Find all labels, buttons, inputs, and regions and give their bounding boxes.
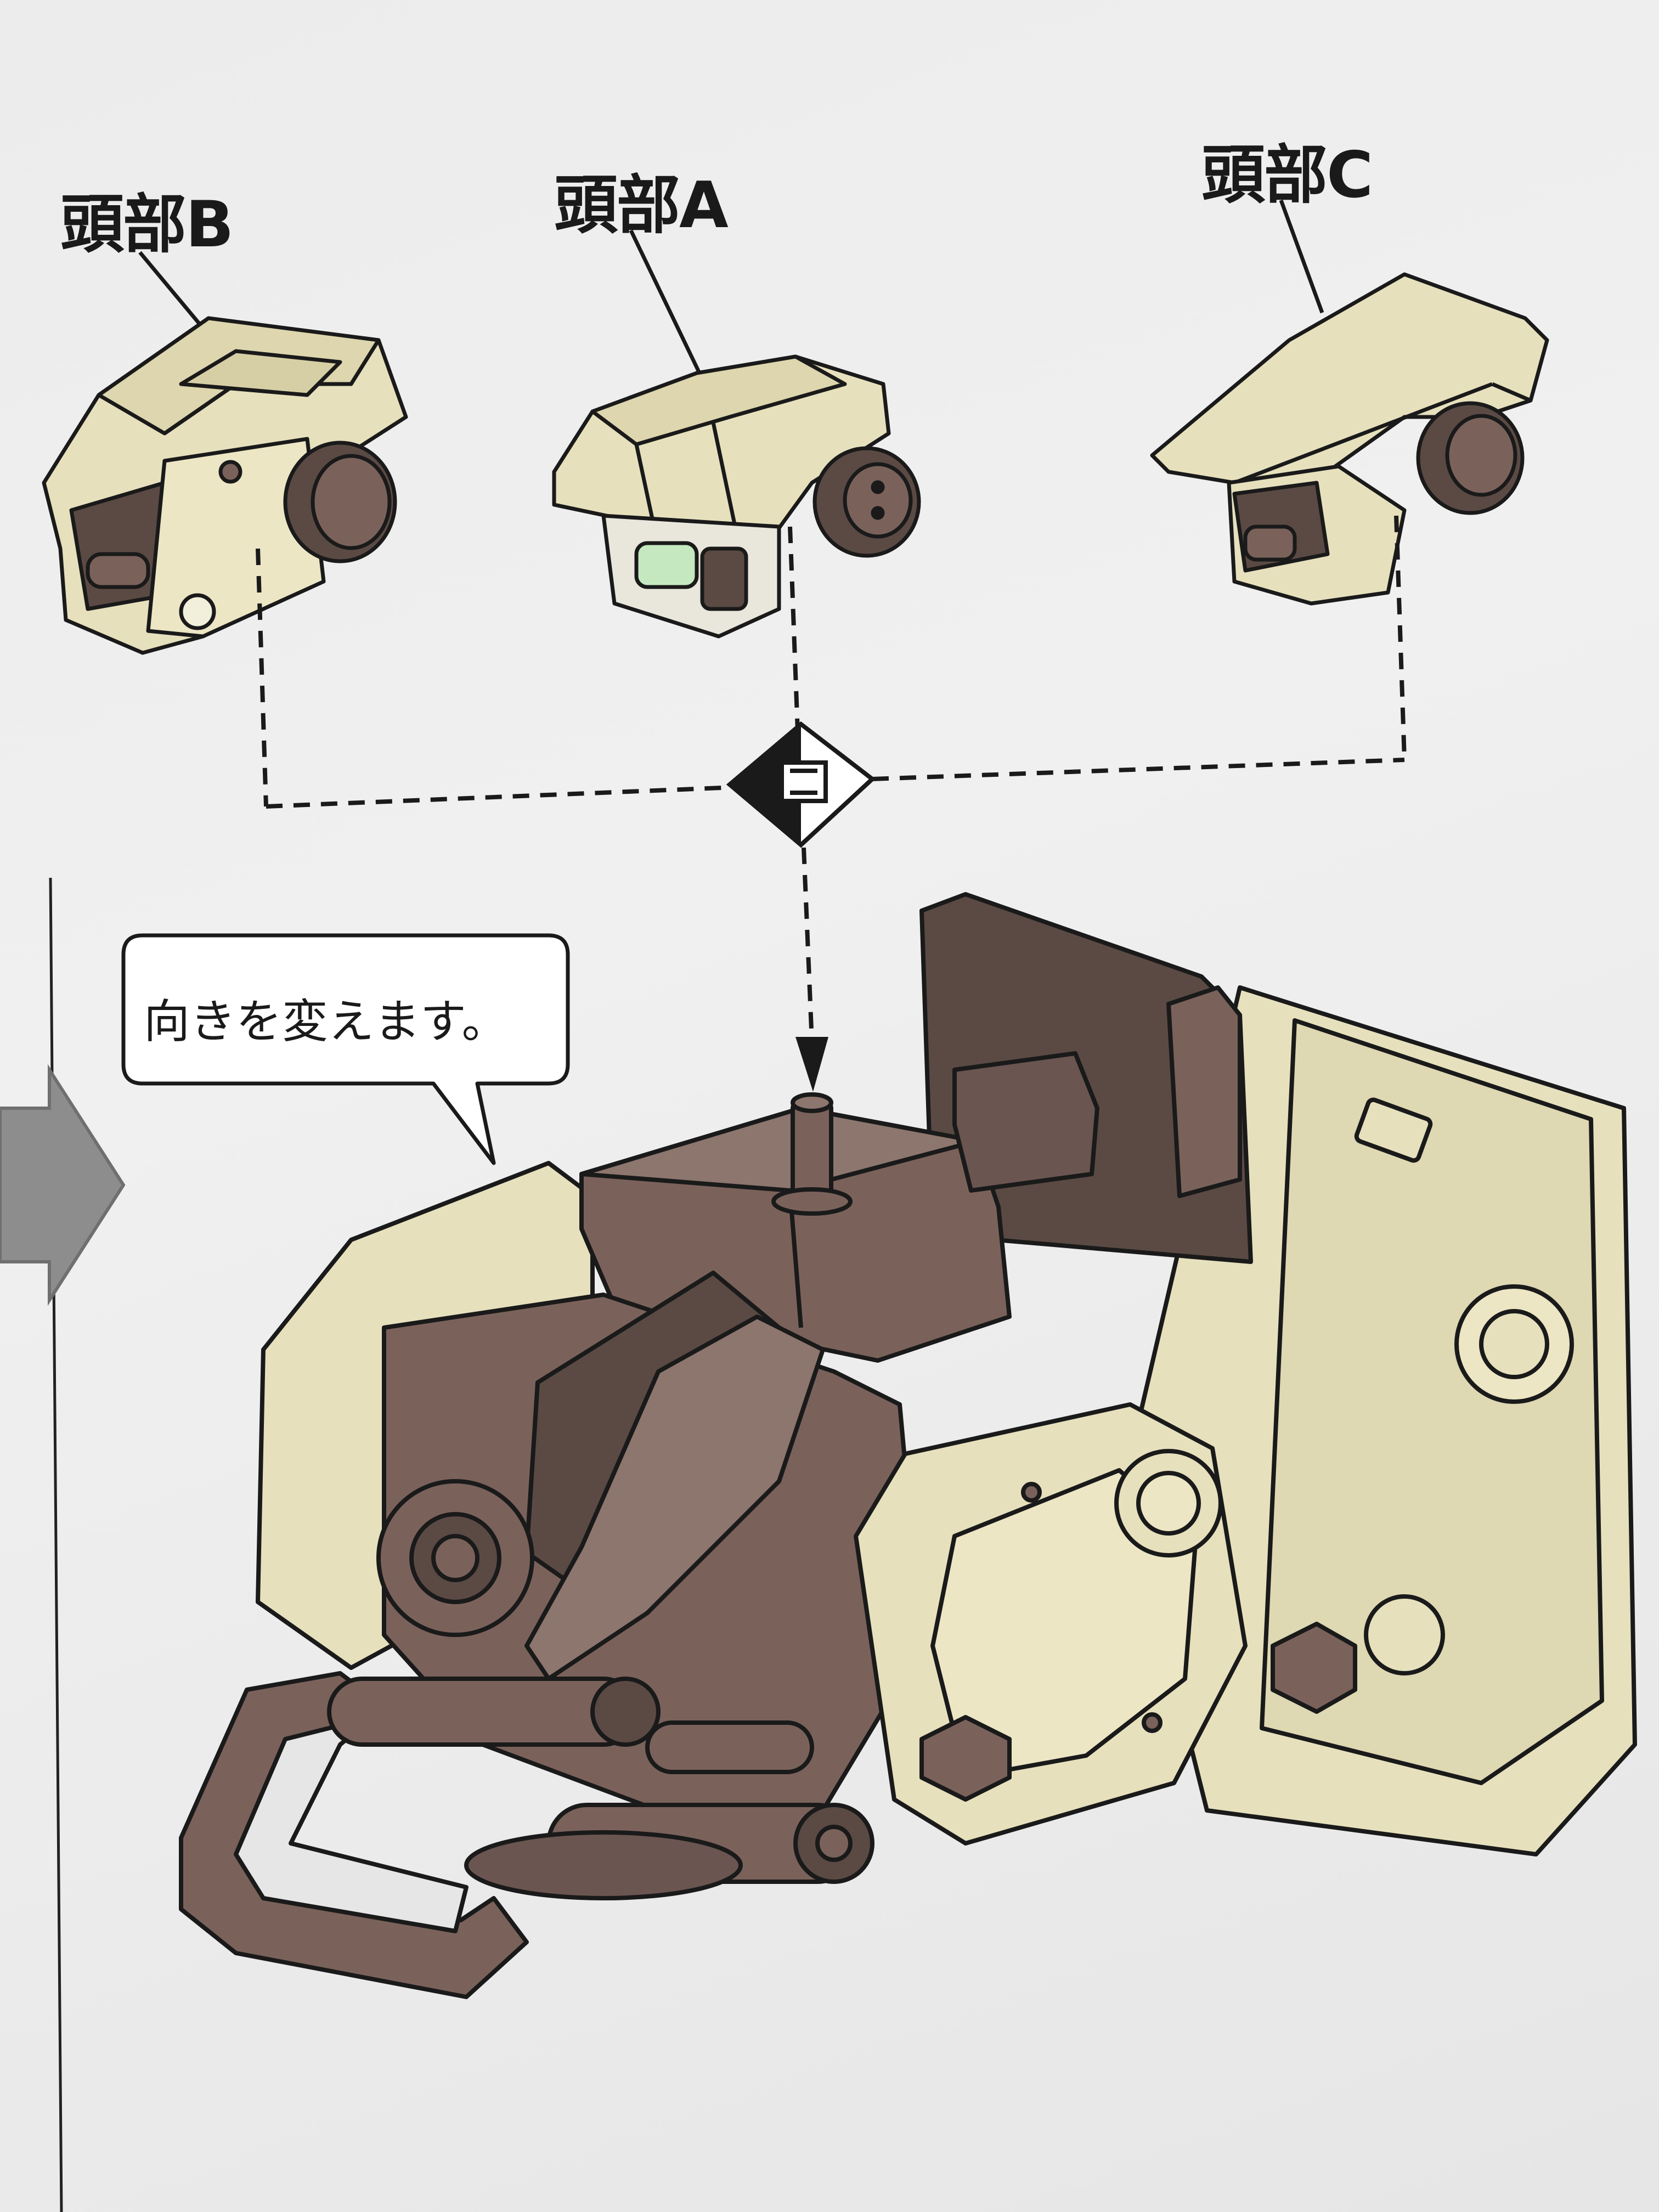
head-part-a: [552, 354, 921, 639]
right-arrow-icon: [0, 1064, 126, 1306]
head-c-label: 頭部C: [1201, 138, 1373, 212]
guide-line-c-vertical: [1394, 515, 1407, 760]
head-b-label: 頭部B: [60, 188, 234, 262]
leader-line-a: [629, 229, 702, 374]
head-part-c: [1150, 272, 1549, 606]
down-arrow-icon: [795, 1037, 828, 1092]
main-body-assembly: [179, 892, 1637, 1999]
head-a-label: 頭部A: [554, 168, 729, 242]
head-part-b: [42, 316, 408, 655]
leader-line-c: [1279, 199, 1324, 314]
guide-line-b-vertical: [256, 548, 268, 807]
callout-text: 向きを変えます。: [144, 995, 508, 1048]
guide-line-horizontal-left: [266, 785, 736, 809]
leader-line-b: [138, 251, 210, 336]
guide-line-a-vertical: [788, 526, 800, 747]
callout-bubble: [121, 933, 570, 1165]
guide-line-horizontal-right: [872, 758, 1405, 781]
guide-line-down: [802, 847, 814, 1043]
exchange-diamond-icon: [726, 721, 876, 848]
